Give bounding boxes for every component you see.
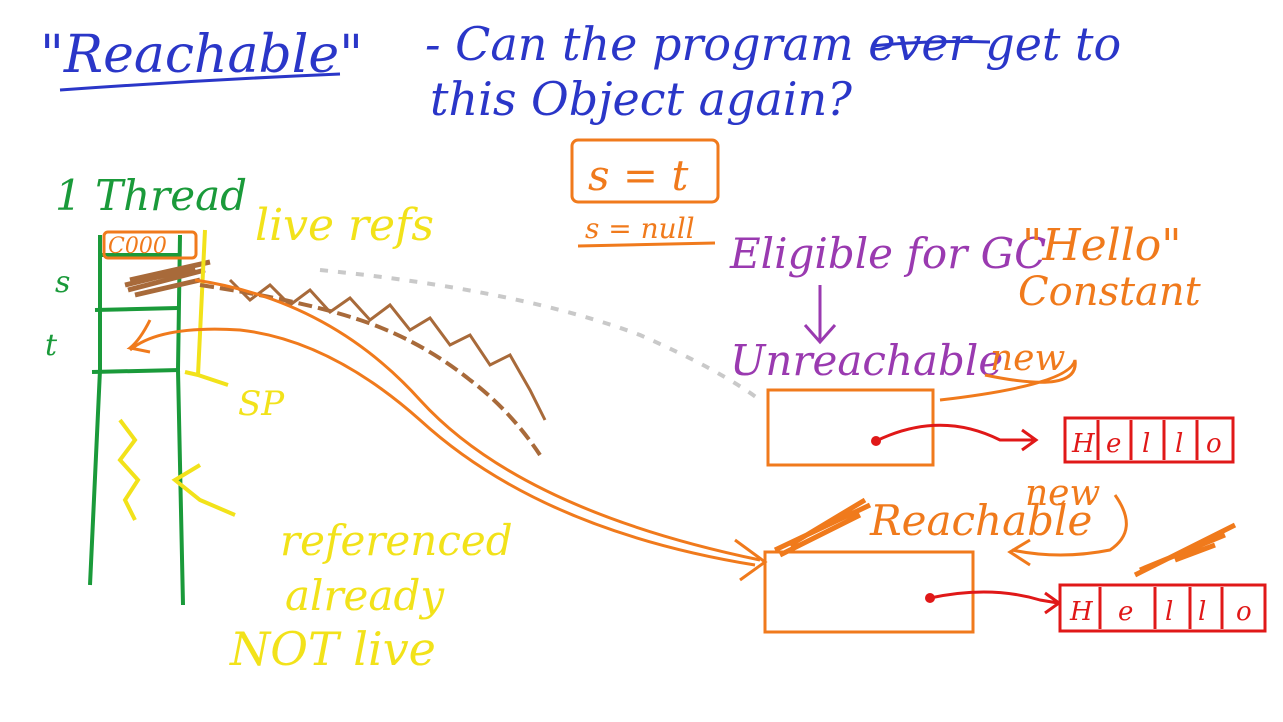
reference-t-to-reachable	[129, 327, 756, 567]
assign-s-equals-t: s = t	[588, 151, 688, 200]
new-bottom-arrow	[1007, 494, 1128, 567]
char-array-bottom-frame	[1058, 583, 1267, 633]
var-t-label: t	[45, 328, 58, 363]
stack-label: 1 Thread	[55, 171, 247, 220]
char-top-3: l	[1175, 429, 1183, 459]
dead-refs-line-1: referenced	[280, 516, 513, 565]
reachable-label: Reachable	[869, 496, 1092, 545]
array-bottom-checkmark	[1133, 522, 1237, 578]
scribble-s-cell	[124, 259, 211, 298]
dead-area-squiggle	[117, 418, 141, 521]
char-array-bottom: H e l l o	[1058, 583, 1267, 633]
char-bottom-4: o	[1236, 597, 1252, 627]
pointer-arrow-bottom	[929, 590, 1062, 615]
char-array-top-frame	[1063, 416, 1235, 464]
var-s-label: s	[55, 265, 70, 300]
pointer-arrow-top	[875, 423, 1039, 452]
char-array-top: H e l l o	[1063, 416, 1235, 464]
char-top-2: l	[1142, 429, 1150, 459]
stack-top-address: C000	[108, 234, 167, 259]
eligible-down-arrow	[803, 285, 837, 345]
char-bottom-1: e	[1118, 597, 1133, 627]
stack-top-cell	[102, 230, 198, 260]
assignment-box	[570, 138, 720, 204]
char-bottom-0: H	[1069, 597, 1094, 627]
char-top-0: H	[1071, 429, 1096, 459]
char-top-1: e	[1106, 429, 1121, 459]
char-bottom-3: l	[1198, 597, 1206, 627]
reference-t-curl	[126, 319, 152, 354]
dead-refs-line-2: already	[285, 571, 445, 620]
eligible-for-gc: Eligible for GC	[729, 229, 1046, 278]
dead-area-arrow	[171, 463, 236, 517]
new-top-arrow	[939, 359, 1077, 402]
old-reference-s	[199, 283, 542, 457]
title-underline	[59, 72, 341, 92]
hello-constant-string: "Hello"	[1022, 220, 1182, 271]
question-line-1: - Can the program ever get to	[425, 17, 1121, 71]
char-top-4: o	[1206, 429, 1222, 459]
unreachable-object-box	[766, 388, 935, 467]
new-label-bottom: new	[1025, 473, 1100, 514]
reference-arrowhead	[734, 538, 768, 582]
char-bottom-2: l	[1165, 597, 1173, 627]
new-label-top: new	[990, 338, 1065, 379]
assign-s-equals-null: s = null	[585, 212, 695, 245]
sp-arrow	[184, 229, 229, 387]
old-reference-scribble	[228, 278, 547, 421]
reachable-checkmark	[773, 497, 872, 558]
ever-underline	[871, 40, 991, 48]
dead-refs-line-3: NOT live	[229, 622, 436, 676]
reachable-object-box	[763, 550, 975, 634]
reference-s-to-reachable	[194, 278, 761, 562]
sp-label: SP	[238, 384, 285, 424]
live-refs-label: live refs	[255, 200, 434, 251]
assign-underline	[577, 241, 716, 248]
unreachable-label: Unreachable	[730, 336, 1003, 385]
question-line-2: this Object again?	[430, 72, 852, 126]
faded-reference	[319, 268, 762, 402]
constant-label: Constant	[1018, 269, 1202, 315]
stack-frame	[88, 234, 185, 606]
